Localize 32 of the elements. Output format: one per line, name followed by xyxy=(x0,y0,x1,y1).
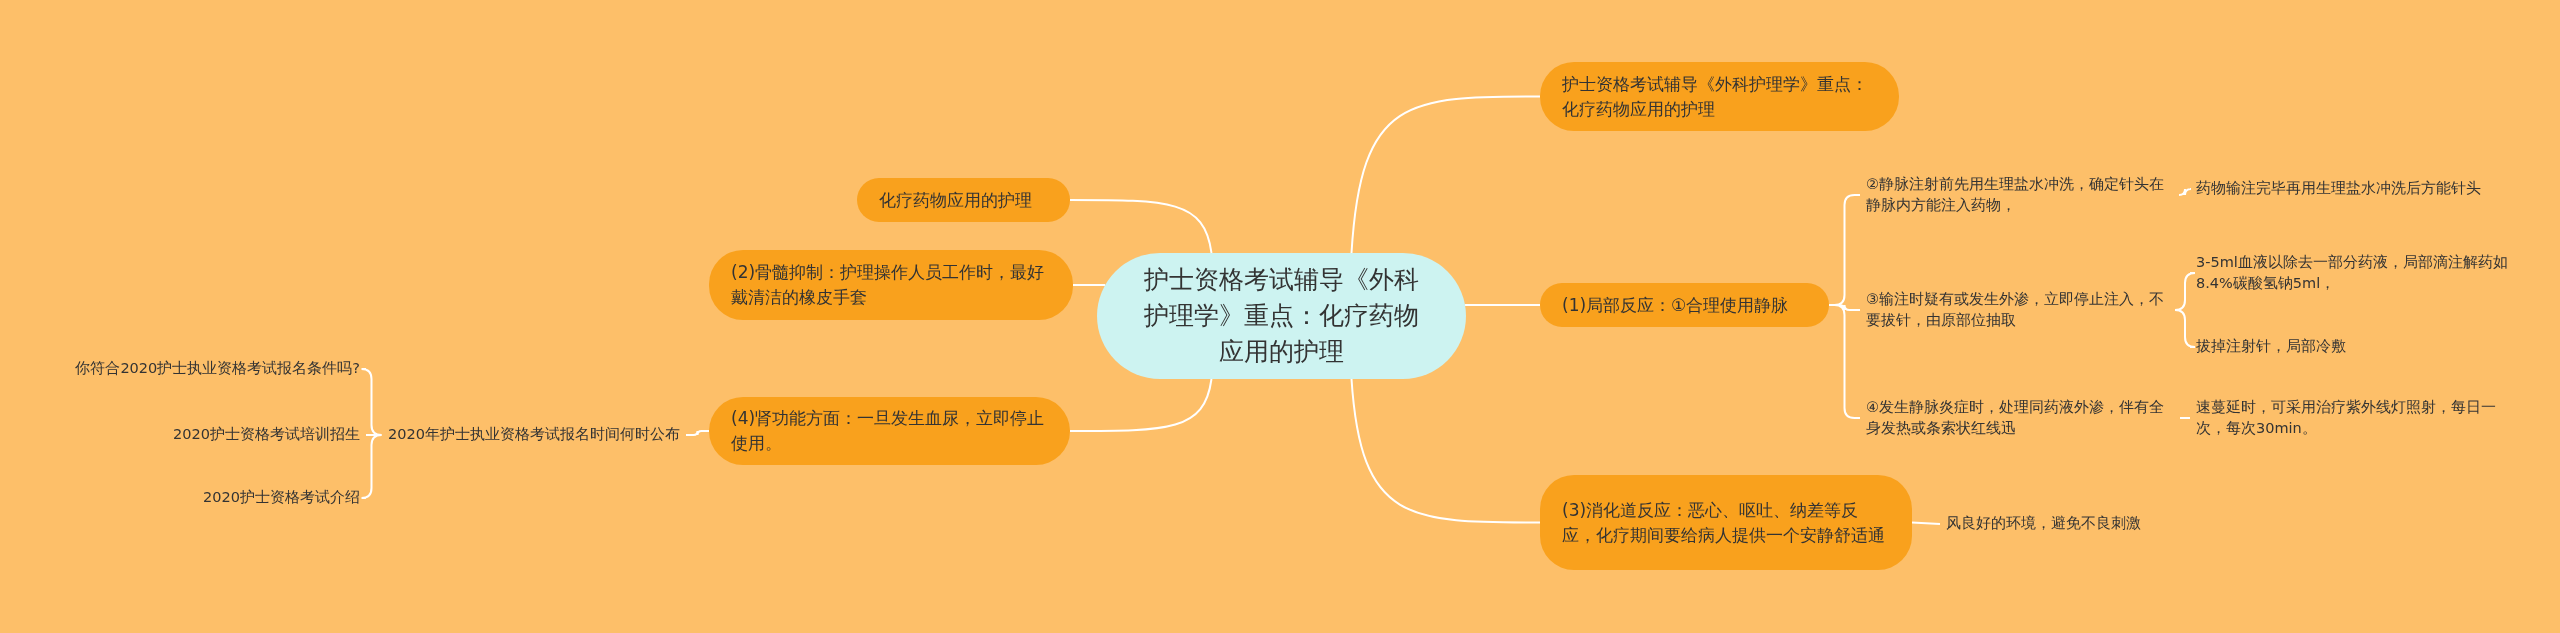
connector-line xyxy=(2174,309,2196,348)
topic-text: ④发生静脉炎症时，处理同药液外渗，伴有全身发热或条索状红线迅 xyxy=(1866,393,2172,443)
topic-text: 拔掉注射针，局部冷敷 xyxy=(2196,334,2396,360)
topic-pill: (4)肾功能方面：一旦发生血尿，立即停止使用。 xyxy=(709,397,1070,465)
topic-text: ②静脉注射前先用生理盐水冲洗，确定针头在静脉内方能注入药物， xyxy=(1866,170,2172,220)
topic-text: 2020护士资格考试培训招生 xyxy=(20,422,360,448)
connector-line xyxy=(685,430,710,436)
topic-pill: (1)局部反应：①合理使用静脉 xyxy=(1540,283,1829,327)
connector-line xyxy=(2179,417,2191,419)
topic-text: 药物输注完毕再用生理盐水冲洗后方能针头 xyxy=(2196,176,2536,202)
topic-pill: (3)消化道反应：恶心、呕吐、纳差等反应，化疗期间要给病人提供一个安静舒适通 xyxy=(1540,475,1912,570)
topic-text: 速蔓延时，可采用治疗紫外线灯照射，每日一次，每次30min。 xyxy=(2196,393,2512,443)
topic-text: 风良好的环境，避免不良刺激 xyxy=(1946,511,2176,537)
central-topic: 护士资格考试辅导《外科护理学》重点：化疗药物应用的护理 xyxy=(1097,253,1466,379)
connector-line xyxy=(1350,378,1541,524)
topic-text: 3-5ml血液以除去一部分药液，局部滴注解药如8.4%碳酸氢钠5ml， xyxy=(2196,248,2532,298)
topic-text: ③输注时疑有或发生外渗，立即停止注入，不要拔针，由原部位抽取 xyxy=(1866,285,2172,335)
topic-text: 2020年护士执业资格考试报名时间何时公布 xyxy=(385,422,680,448)
connector-line xyxy=(1350,95,1541,254)
connector-line xyxy=(365,434,378,436)
connector-line xyxy=(1072,284,1107,286)
connector-line xyxy=(360,434,383,499)
connector-line xyxy=(1069,378,1213,432)
topic-pill: (2)骨髓抑制：护理操作人员工作时，最好戴清洁的橡皮手套 xyxy=(709,250,1073,320)
connector-line xyxy=(1911,521,1941,525)
topic-text: 2020护士资格考试介绍 xyxy=(20,485,360,511)
connector-line xyxy=(1464,304,1541,306)
topic-text: 你符合2020护士执业资格考试报名条件吗? xyxy=(20,356,360,382)
connector-line xyxy=(1069,199,1213,254)
topic-pill: 化疗药物应用的护理 xyxy=(857,178,1070,222)
topic-pill: 护士资格考试辅导《外科护理学》重点：化疗药物应用的护理 xyxy=(1540,62,1899,131)
connector-line xyxy=(2178,188,2192,196)
